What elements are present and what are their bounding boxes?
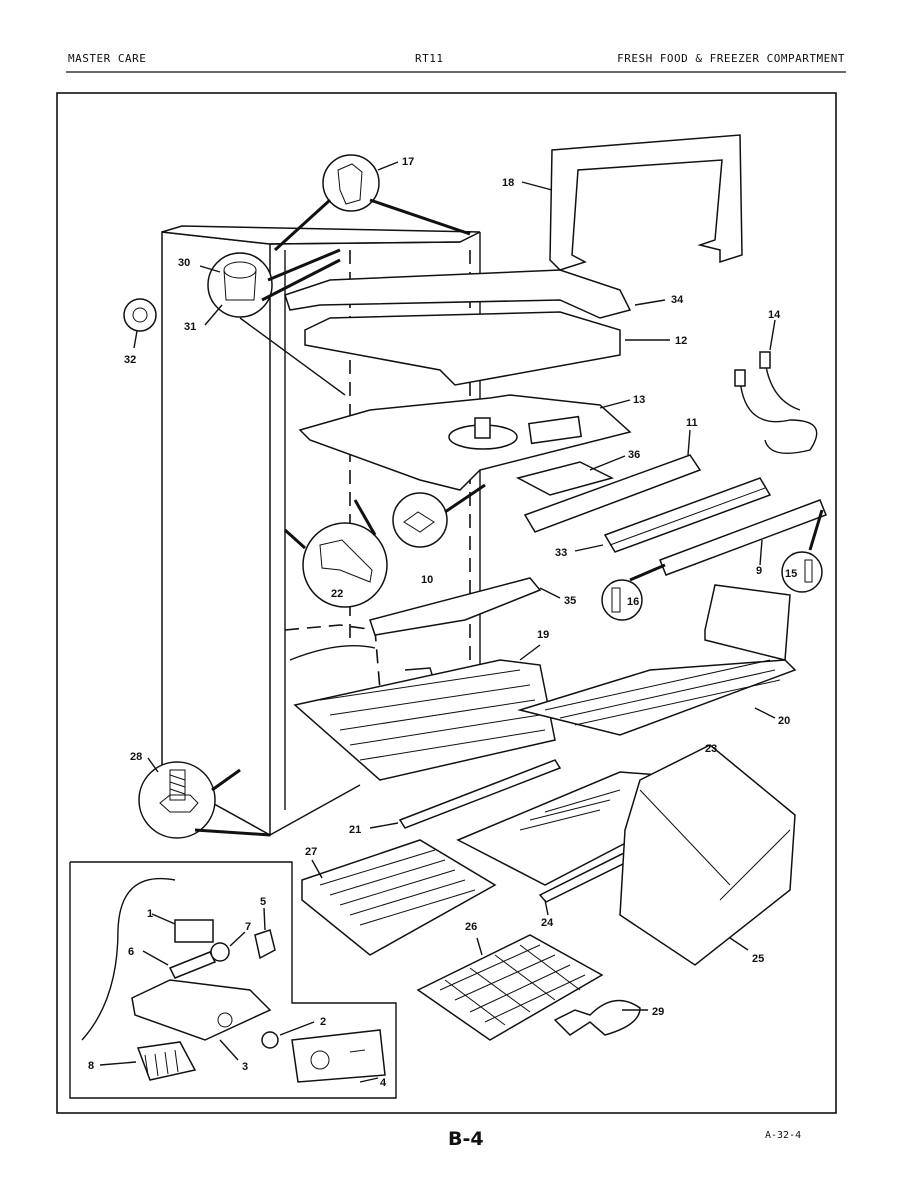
label-28: 28 — [130, 751, 142, 763]
label-34: 34 — [671, 294, 684, 306]
label-6: 6 — [128, 946, 134, 958]
callout-labels: 1 2 3 4 5 6 7 8 9 10 11 12 13 14 15 16 1… — [88, 156, 797, 1089]
part-16-clip — [601, 579, 643, 621]
part-36-cover — [515, 455, 626, 496]
part-11-rail — [523, 429, 702, 533]
part-8-bracket — [99, 1041, 197, 1081]
part-18-frame — [521, 134, 743, 271]
part-32-washer — [123, 298, 157, 349]
label-26: 26 — [465, 921, 477, 933]
label-14: 14 — [768, 309, 781, 321]
part-30-31-group — [199, 248, 346, 396]
label-13: 13 — [633, 394, 645, 406]
part-7-knob — [210, 931, 246, 962]
label-8: 8 — [88, 1060, 94, 1072]
label-30: 30 — [178, 257, 190, 269]
part-10-bushing — [392, 483, 486, 548]
diagram-border — [56, 92, 837, 1114]
label-22: 22 — [331, 588, 343, 600]
label-25: 25 — [752, 953, 764, 965]
part-12-tray — [304, 311, 670, 386]
part-1-thermostat — [151, 913, 214, 943]
part-22-hinge — [283, 499, 388, 608]
label-11: 11 — [686, 417, 698, 429]
label-7: 7 — [245, 921, 251, 933]
part-35-bracket — [369, 577, 561, 636]
label-31: 31 — [184, 321, 196, 333]
part-6-shaft — [142, 950, 217, 979]
label-12: 12 — [675, 335, 687, 347]
control-inset — [69, 861, 397, 1099]
part-4-plate — [291, 1029, 386, 1083]
page-number: B-4 — [448, 1128, 484, 1150]
label-16: 16 — [627, 596, 639, 608]
part-34-gasket — [284, 269, 666, 319]
label-1: 1 — [147, 908, 153, 920]
reference-code: A-32-4 — [765, 1130, 802, 1141]
part-15-clip — [781, 551, 823, 593]
label-15: 15 — [785, 568, 797, 580]
label-19: 19 — [537, 629, 549, 641]
header-model: RT11 — [415, 52, 444, 65]
part-5-clip — [254, 907, 276, 960]
part-20-shelf — [517, 584, 797, 736]
part-33-rail — [574, 477, 772, 553]
header-brand: MASTER CARE — [68, 52, 147, 65]
part-25-crisper — [619, 744, 796, 966]
part-13-plate — [298, 394, 632, 491]
part-28-leveling-bolt — [138, 757, 271, 839]
label-32: 32 — [124, 354, 136, 366]
header-section-title: FRESH FOOD & FREEZER COMPARTMENT — [617, 52, 845, 65]
label-23: 23 — [705, 743, 717, 755]
label-27: 27 — [305, 846, 317, 858]
label-18: 18 — [502, 177, 514, 189]
label-10: 10 — [421, 574, 433, 586]
label-35: 35 — [564, 595, 576, 607]
label-36: 36 — [628, 449, 640, 461]
part-29-scoop — [553, 999, 648, 1036]
part-21-strip — [369, 759, 562, 829]
label-21: 21 — [349, 824, 361, 836]
part-26-ice-tray — [416, 934, 604, 1041]
part-3-housing — [131, 979, 272, 1061]
label-20: 20 — [778, 715, 790, 727]
part-14-wire — [734, 319, 818, 454]
label-2: 2 — [320, 1016, 326, 1028]
part-19-shelf — [293, 644, 556, 781]
label-17: 17 — [402, 156, 414, 168]
label-24: 24 — [541, 917, 554, 929]
part-9-bracket — [629, 499, 827, 582]
label-9: 9 — [756, 565, 762, 577]
part-17-group — [273, 154, 471, 252]
label-33: 33 — [555, 547, 567, 559]
label-3: 3 — [242, 1061, 248, 1073]
label-5: 5 — [260, 896, 266, 908]
part-2-screw — [261, 1021, 315, 1049]
part-27-cover — [301, 839, 497, 956]
label-4: 4 — [380, 1077, 387, 1089]
label-29: 29 — [652, 1006, 664, 1018]
